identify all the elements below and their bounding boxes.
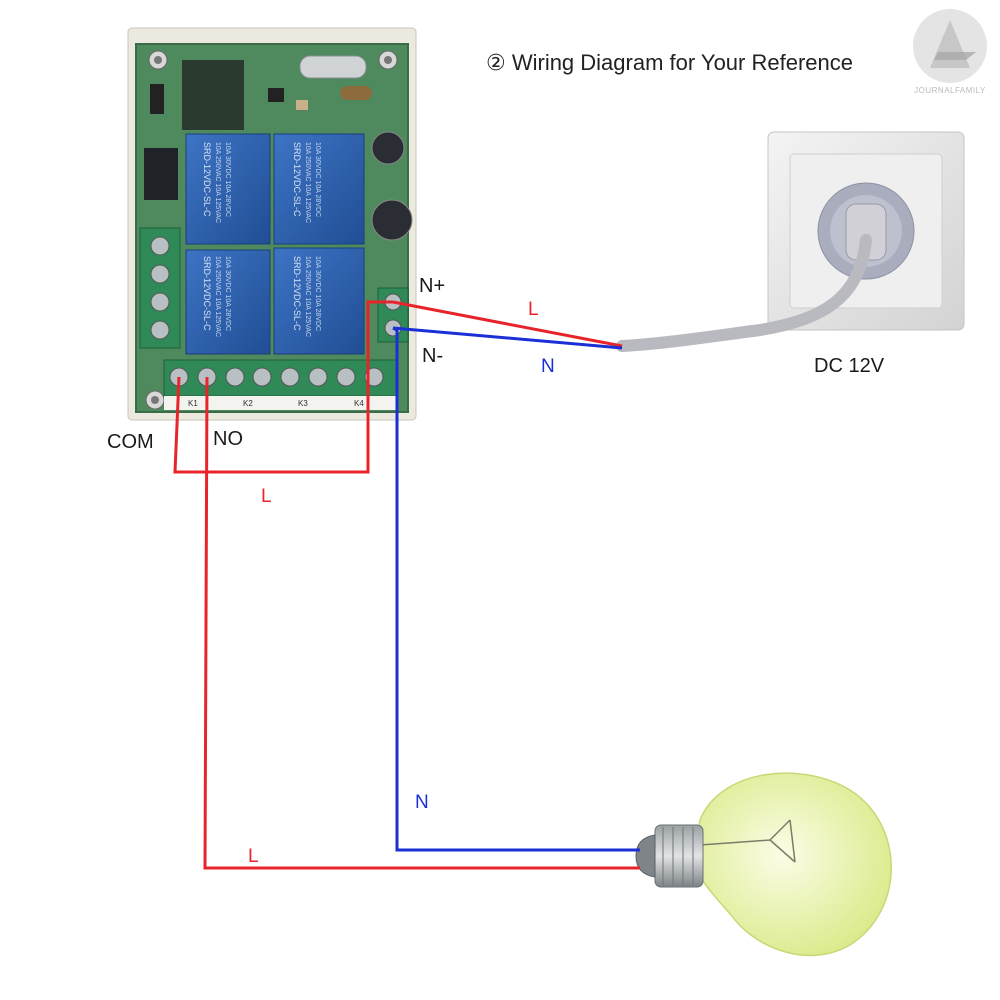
neutral-wire-load: [392, 326, 640, 852]
power-supply-label: DC 12V: [814, 355, 885, 377]
journalfamily-logo-icon: [913, 9, 987, 83]
terminal-label: K4: [354, 399, 364, 408]
relay-rating: 10A 30VDC 10A 28VDC: [314, 142, 321, 217]
relay-rating: 10A 250VAC 10A 125VAC: [214, 256, 221, 337]
antenna-coil: [182, 60, 244, 130]
wire-label-neutral: N: [541, 356, 555, 377]
relay-rating: 10A 30VDC 10A 28VDC: [314, 256, 321, 331]
n-plus-label: N+: [419, 275, 445, 297]
relay: [273, 133, 365, 245]
n-minus-label: N-: [422, 345, 443, 367]
bulb-filament: [699, 819, 796, 863]
power-terminal-block: [377, 287, 409, 343]
live-wire-supply: [392, 300, 623, 348]
wire-label-neutral: N: [415, 792, 429, 813]
terminal-label: K3: [298, 399, 308, 408]
wires: [173, 234, 872, 870]
bulb-base: [635, 824, 704, 888]
relay-rating: 10A 250VAC 10A 125VAC: [214, 142, 221, 223]
wire-label-live: L: [261, 486, 272, 507]
light-bulb: [635, 772, 892, 957]
relay-label: SRD-12VDC-SL-C: [202, 256, 212, 331]
terminal-label: K1: [188, 399, 198, 408]
left-terminal-block: [139, 227, 181, 349]
wire-label-live: L: [248, 846, 259, 867]
ic-chip: [144, 148, 178, 200]
relay-label: SRD-12VDC-SL-C: [202, 142, 212, 217]
relay-module: SRD-12VDC-SL-C SRD-12VDC-SL-C SRD-12VDC-…: [185, 133, 365, 355]
bottom-terminal-block: K1 K2 K3 K4: [163, 359, 397, 410]
watermark-text: JOURNALFAMILY: [914, 86, 986, 95]
capacitor: [371, 199, 413, 241]
com-label: COM: [107, 431, 154, 453]
relay-label: SRD-12VDC-SL-C: [292, 142, 302, 217]
relay-rating: 10A 250VAC 10A 125VAC: [304, 142, 311, 223]
live-wire-load: [203, 376, 640, 870]
relay: [185, 133, 271, 245]
wire-label-live: L: [528, 299, 539, 320]
relay-rating: 10A 30VDC 10A 28VDC: [224, 256, 231, 331]
live-wire-com: [173, 300, 393, 474]
wall-socket: [767, 131, 965, 331]
relay-label: SRD-12VDC-SL-C: [292, 256, 302, 331]
capacitor: [371, 131, 405, 165]
bulb-glass: [694, 772, 892, 957]
relay: [273, 247, 365, 355]
neutral-wire-supply: [392, 326, 623, 350]
relay-board: SRD-12VDC-SL-C SRD-12VDC-SL-C SRD-12VDC-…: [127, 27, 417, 421]
terminal-label: K2: [243, 399, 253, 408]
crystal: [299, 55, 367, 79]
diagram-title: ② Wiring Diagram for Your Reference: [486, 50, 853, 75]
mains-cable: [616, 234, 872, 352]
relay-rating: 10A 250VAC 10A 125VAC: [304, 256, 311, 337]
relay: [185, 249, 271, 355]
no-label: NO: [213, 428, 243, 450]
relay-rating: 10A 30VDC 10A 28VDC: [224, 142, 231, 217]
